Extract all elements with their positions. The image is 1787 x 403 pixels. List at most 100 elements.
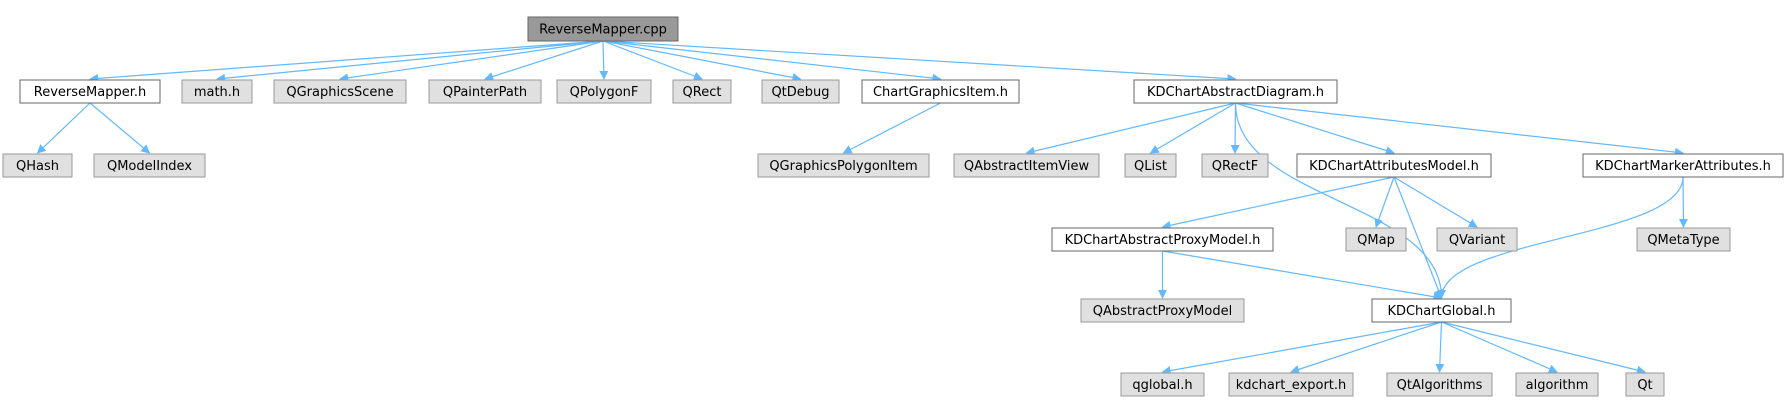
- node-qpolygonf: QPolygonF: [556, 79, 652, 104]
- node-box: [1436, 227, 1518, 252]
- node-box: [861, 79, 1020, 104]
- node-label: kdchart_export.h: [1236, 378, 1347, 393]
- edge-kdchartattributesmodel-h-to-qvariant: [1393, 176, 1478, 228]
- node-label: ReverseMapper.h: [34, 85, 146, 100]
- node-box: [761, 79, 840, 104]
- node-box: [1051, 227, 1274, 252]
- edge-kdchartglobal-h-to-kdchart-export-h: [1290, 321, 1442, 374]
- node-qtalgorithms: QtAlgorithms: [1386, 372, 1493, 397]
- node-label: Qt: [1637, 378, 1652, 393]
- node-qglobal-h: qglobal.h: [1120, 372, 1205, 397]
- node-box: [1515, 372, 1599, 397]
- edge-kdchartattributesmodel-h-to-kdchartabstractproxymodel-h: [1161, 176, 1395, 230]
- edge-root-to-math-h: [216, 40, 604, 83]
- edge-kdchartmarkerattributes-h-to-qmetatype: [1678, 176, 1688, 228]
- node-box: [672, 79, 732, 104]
- node-box: [1582, 153, 1784, 178]
- node-box: [1133, 79, 1338, 104]
- node-box: [19, 79, 161, 104]
- edge-kdchartglobal-h-to-qtalgorithms: [1435, 321, 1445, 373]
- node-qpainterpath: QPainterPath: [428, 79, 542, 104]
- node-box: [1371, 298, 1512, 323]
- edge-kdchartabstractdiagram-h-to-qlist: [1149, 102, 1236, 154]
- node-label: QList: [1134, 159, 1167, 174]
- node-box: [1386, 372, 1493, 397]
- edge-kdchartabstractdiagram-h-to-kdchartglobal-h: [1234, 102, 1446, 299]
- node-label: algorithm: [1526, 378, 1589, 393]
- node-box: [1124, 153, 1177, 178]
- node-label: QPolygonF: [570, 85, 639, 100]
- node-box: [273, 79, 407, 104]
- node-kdchartglobal-h[interactable]: KDChartGlobal.h: [1371, 298, 1512, 323]
- node-box: [1120, 372, 1205, 397]
- node-label: QPainterPath: [443, 85, 527, 100]
- node-label: math.h: [194, 85, 240, 100]
- edge-kdchartattributesmodel-h-to-kdchartglobal-h: [1393, 176, 1443, 299]
- node-kdchart-export-h: kdchart_export.h: [1228, 372, 1354, 397]
- edge-kdchartabstractdiagram-h-to-qrectf: [1230, 102, 1240, 154]
- node-box: [93, 153, 206, 178]
- edge-kdchartmarkerattributes-h-to-kdchartglobal-h: [1437, 176, 1684, 299]
- node-label: QMap: [1357, 233, 1395, 248]
- node-kdchartmarkerattributes-h[interactable]: KDChartMarkerAttributes.h: [1582, 153, 1784, 178]
- edge-root-to-kdchartabstractdiagram-h: [602, 40, 1237, 84]
- node-label: KDChartGlobal.h: [1387, 304, 1495, 319]
- node-label: QAbstractItemView: [964, 159, 1090, 174]
- edge-root-to-qgraphicsscene: [339, 40, 604, 83]
- node-reversemapper-h[interactable]: ReverseMapper.h: [19, 79, 161, 104]
- edge-kdchartabstractdiagram-h-to-kdchartmarkerattributes-h: [1235, 102, 1684, 157]
- node-kdchartabstractdiagram-h[interactable]: KDChartAbstractDiagram.h: [1133, 79, 1338, 104]
- node-qhash: QHash: [2, 153, 73, 178]
- edge-reversemapper-h-to-qhash: [36, 102, 91, 154]
- node-box: [428, 79, 542, 104]
- node-box: [556, 79, 652, 104]
- node-label: QModelIndex: [107, 159, 192, 174]
- node-label: QMetaType: [1647, 233, 1719, 248]
- node-label: KDChartAttributesModel.h: [1309, 159, 1479, 174]
- edge-kdchartglobal-h-to-qglobal-h: [1161, 321, 1442, 376]
- node-qabstractproxymodel: QAbstractProxyModel: [1080, 298, 1245, 323]
- edge-root-to-reversemapper-h: [89, 40, 604, 83]
- node-qlist: QList: [1124, 153, 1177, 178]
- node-box: [2, 153, 73, 178]
- node-label: KDChartAbstractProxyModel.h: [1065, 233, 1261, 248]
- node-chartgraphicsitem-h[interactable]: ChartGraphicsItem.h: [861, 79, 1020, 104]
- node-label: QGraphicsScene: [286, 85, 393, 100]
- node-kdchartabstractproxymodel-h[interactable]: KDChartAbstractProxyModel.h: [1051, 227, 1274, 252]
- edge-root-to-qpainterpath: [484, 40, 604, 81]
- node-root[interactable]: ReverseMapper.cpp: [527, 16, 679, 42]
- edge-kdchartattributesmodel-h-to-qmap: [1374, 176, 1395, 228]
- node-box: [1636, 227, 1731, 252]
- node-qmetatype: QMetaType: [1636, 227, 1731, 252]
- edge-root-to-qpolygonf: [599, 40, 609, 80]
- node-math-h: math.h: [181, 79, 253, 104]
- node-label: QAbstractProxyModel: [1093, 304, 1232, 319]
- edge-root-to-chartgraphicsitem-h: [602, 40, 942, 83]
- edge-reversemapper-h-to-qmodelindex: [89, 102, 151, 154]
- node-qgraphicsscene: QGraphicsScene: [273, 79, 407, 104]
- node-qmodelindex: QModelIndex: [93, 153, 206, 178]
- node-qabstractitemview: QAbstractItemView: [953, 153, 1100, 178]
- node-qvariant: QVariant: [1436, 227, 1518, 252]
- edge-kdchartabstractproxymodel-h-to-kdchartglobal-h: [1162, 250, 1443, 302]
- edge-root-to-qrect: [602, 40, 703, 81]
- node-label: KDChartMarkerAttributes.h: [1595, 159, 1771, 174]
- edges-layer: [36, 40, 1688, 376]
- node-qtdebug: QtDebug: [761, 79, 840, 104]
- node-label: QHash: [16, 159, 59, 174]
- node-label: QRectF: [1212, 159, 1258, 174]
- node-kdchartattributesmodel-h[interactable]: KDChartAttributesModel.h: [1296, 153, 1492, 178]
- node-box: [953, 153, 1100, 178]
- node-label: QGraphicsPolygonItem: [769, 159, 917, 174]
- node-box: [181, 79, 253, 104]
- node-box: [1345, 227, 1407, 252]
- node-box: [527, 16, 679, 42]
- edge-kdchartabstractdiagram-h-to-qabstractitemview: [1025, 102, 1236, 156]
- node-box: [1625, 372, 1665, 397]
- node-label: QtDebug: [771, 85, 829, 100]
- node-label: QtAlgorithms: [1397, 378, 1483, 393]
- node-label: QRect: [683, 85, 722, 100]
- node-box: [1080, 298, 1245, 323]
